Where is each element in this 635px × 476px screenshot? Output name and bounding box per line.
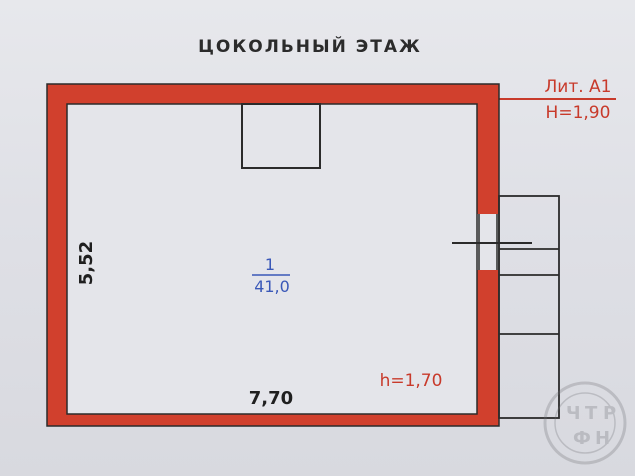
svg-text:Ч: Ч xyxy=(566,403,581,424)
lit-label: Лит. А1 xyxy=(545,77,612,97)
floor-title: ЦОКОЛЬНЫЙ ЭТАЖ xyxy=(198,35,422,57)
room-height: h=1,70 xyxy=(380,371,443,391)
room-number: 1 xyxy=(265,255,275,274)
dimension-length: 7,70 xyxy=(249,388,293,409)
svg-text:Н: Н xyxy=(595,428,610,449)
svg-text:Ф: Ф xyxy=(573,428,591,449)
svg-text:Р: Р xyxy=(603,403,616,424)
room-area: 41,0 xyxy=(254,277,290,296)
porch-stairs xyxy=(498,195,560,419)
interior-box xyxy=(241,103,321,169)
dimension-width: 5,52 xyxy=(76,241,97,285)
watermark-seal: Ч Т Р Ф Н xyxy=(543,381,627,465)
walls xyxy=(46,83,500,427)
svg-text:Т: Т xyxy=(585,403,598,424)
room-inner xyxy=(67,104,477,414)
lit-height: Н=1,90 xyxy=(546,103,611,123)
